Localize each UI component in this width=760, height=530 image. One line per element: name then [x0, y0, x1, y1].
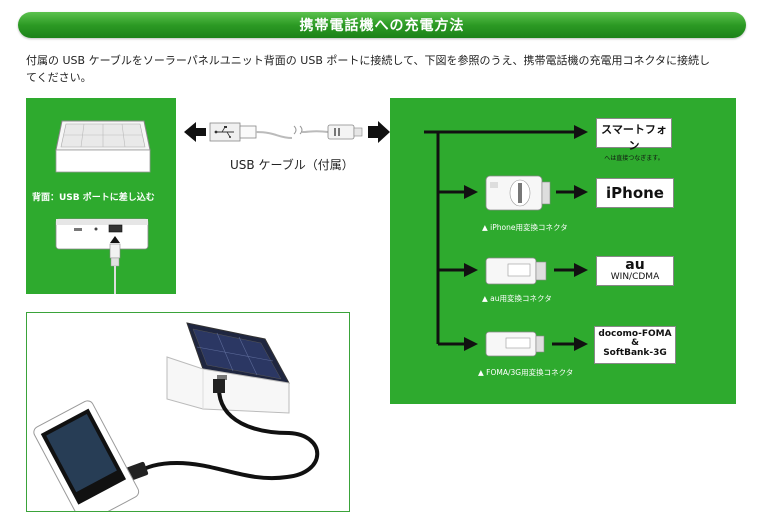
foma-converter-icon [485, 331, 545, 357]
left-arrow-icon [184, 122, 206, 142]
right-arrow-icon [574, 125, 588, 139]
smartphone-label: スマートフォン [601, 123, 667, 152]
right-arrow-icon [464, 263, 478, 277]
smartphone-destination: スマートフォン へは直接つなぎます。 [596, 118, 672, 162]
connection-tree [424, 125, 588, 357]
docomo-softbank-destination: docomo-FOMA & SoftBank-3G [594, 326, 676, 364]
usb-cable-illustration [184, 121, 390, 143]
right-arrow-icon [574, 263, 588, 277]
solar-unit-illustration [55, 120, 151, 294]
up-triangle-icon [110, 236, 120, 243]
solar-unit-rear-view [55, 218, 149, 294]
foma-converter-label: ▲ FOMA/3G用変換コネクタ [478, 368, 574, 377]
right-arrow-icon [464, 337, 478, 351]
intro-text: 付属の USB ケーブルをソーラーパネルユニット背面の USB ポートに接続して… [26, 54, 711, 84]
au-destination: au WIN/CDMA [596, 256, 674, 286]
au-converter-icon [485, 257, 547, 285]
section-header: 携帯電話機への充電方法 [18, 12, 746, 38]
right-arrow-icon [574, 337, 588, 351]
solar-unit-top-view [55, 120, 151, 173]
right-arrow-icon [574, 185, 588, 199]
iphone-converter-icon [485, 175, 551, 211]
au-converter-label: ▲ au用変換コネクタ [482, 294, 552, 303]
usb-cable-label: USB ケーブル（付属） [230, 158, 354, 172]
smartphone-note: へは直接つなぎます。 [604, 155, 664, 162]
iphone-destination: iPhone [596, 178, 674, 208]
usb-port-label: 背面：USB ポートに差し込む [32, 193, 155, 203]
au-label: au [625, 257, 645, 273]
right-arrow-icon [368, 121, 390, 143]
au-sublabel: WIN/CDMA [610, 272, 660, 282]
iphone-label: iPhone [606, 184, 664, 202]
usage-photo-illustration [33, 322, 320, 524]
usage-photo [26, 312, 350, 524]
connection-panel [390, 98, 736, 404]
softbank-label: SoftBank-3G [603, 348, 667, 358]
ampersand-label: & [631, 338, 639, 348]
docomo-label: docomo-FOMA [598, 329, 672, 339]
usb-symbol-icon [214, 126, 234, 138]
section-title: 携帯電話機への充電方法 [299, 18, 465, 34]
iphone-converter-label: ▲ iPhone用変換コネクタ [482, 223, 568, 232]
right-arrow-icon [464, 185, 478, 199]
